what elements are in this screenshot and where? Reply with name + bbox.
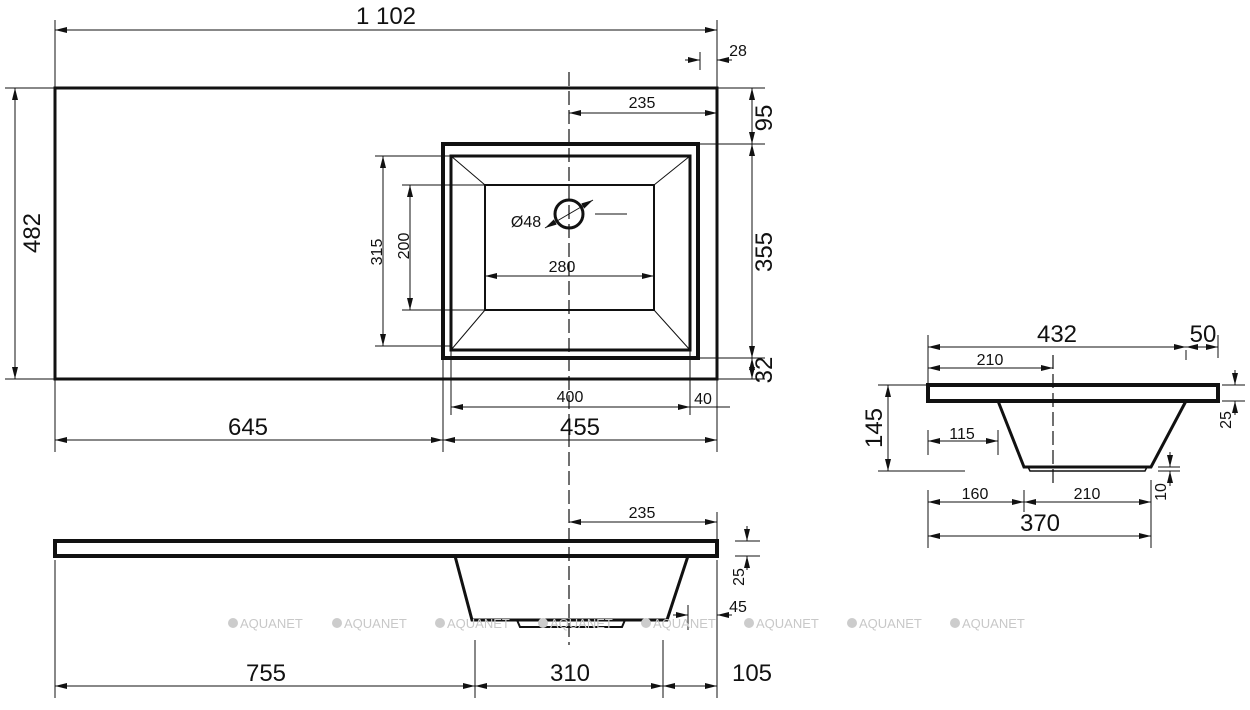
- top-view: Ø48 1 102 28 235 95 355 32 482 315 200 2…: [5, 3, 778, 645]
- front-basin-lip: [516, 619, 626, 628]
- basin-slope-lines: [450, 155, 691, 351]
- drain-diameter-label: Ø48: [511, 214, 541, 231]
- side-slab-thickness-label: 25: [1218, 411, 1235, 429]
- basin-width-label: 455: [560, 414, 600, 441]
- basin-length-label: 355: [751, 232, 778, 272]
- top-margin-label: 95: [751, 105, 778, 132]
- basin-center-label: 235: [629, 95, 656, 112]
- inner-width-label: 400: [557, 389, 584, 406]
- bowl-width-label: 280: [549, 259, 576, 276]
- left-counter-label: 645: [228, 414, 268, 441]
- side-slab: [926, 383, 1220, 403]
- side-view: 432 50 210 145 115 25 10 160 210 370: [861, 321, 1245, 548]
- side-center-label: 210: [977, 352, 1004, 369]
- watermarks: AQUANET AQUANET AQUANET AQUANET AQUANET …: [228, 616, 1025, 631]
- countertop-outline: [53, 86, 719, 381]
- side-overhang-label: 50: [1190, 321, 1217, 348]
- side-bottom-left-label: 160: [962, 486, 989, 503]
- watermark: AQUANET: [344, 616, 407, 631]
- overall-length-label: 1 102: [356, 3, 416, 30]
- front-slab: [53, 539, 719, 558]
- side-depth-label: 432: [1037, 321, 1077, 348]
- front-middle-label: 310: [550, 660, 590, 687]
- side-basin-lip: [1027, 466, 1148, 472]
- side-bottom-width-label: 210: [1074, 486, 1101, 503]
- front-left-label: 755: [246, 660, 286, 687]
- watermark: AQUANET: [447, 616, 510, 631]
- side-height-label: 145: [861, 408, 888, 448]
- front-view: 235 25 45 755 310 105: [53, 505, 772, 698]
- watermark: AQUANET: [550, 616, 613, 631]
- watermark: AQUANET: [962, 616, 1025, 631]
- side-lip-label: 10: [1153, 483, 1170, 501]
- basin-outer-rim: [441, 142, 700, 360]
- depth-label: 482: [19, 213, 46, 253]
- front-right-label: 105: [732, 660, 772, 687]
- watermark: AQUANET: [653, 616, 716, 631]
- bottom-margin-label: 32: [751, 357, 778, 384]
- basin-inner-rim: [449, 154, 692, 352]
- bowl-length-label: 200: [396, 233, 413, 260]
- edge-offset-label: 28: [729, 43, 747, 60]
- drain-diameter-dim: [544, 199, 594, 229]
- side-bowl-offset-label: 115: [949, 426, 975, 443]
- front-slab-thickness-label: 25: [731, 568, 748, 586]
- inner-length-label: 315: [369, 239, 386, 266]
- right-rim-label: 40: [694, 391, 712, 408]
- watermark: AQUANET: [240, 616, 303, 631]
- watermark: AQUANET: [756, 616, 819, 631]
- front-basin: [453, 555, 690, 622]
- side-basin-depth-label: 370: [1020, 510, 1060, 537]
- watermark: AQUANET: [859, 616, 922, 631]
- side-basin: [996, 400, 1188, 469]
- front-center-label: 235: [629, 505, 656, 522]
- front-bottom-offset-label: 45: [729, 599, 747, 616]
